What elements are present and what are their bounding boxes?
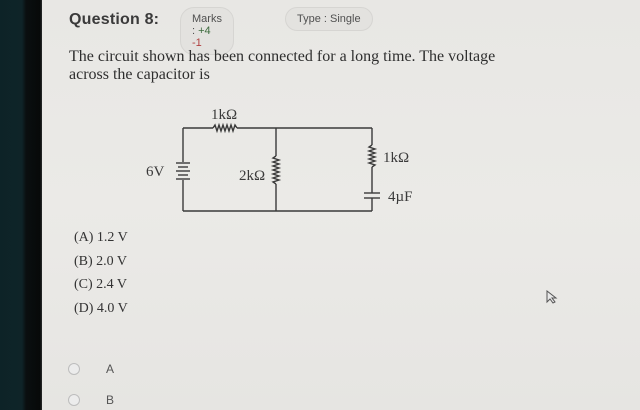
device-bezel — [0, 0, 42, 410]
capacitor-label: 4µF — [388, 189, 413, 205]
capacitor-icon — [364, 192, 380, 199]
middle-resistor-icon — [270, 155, 282, 185]
options-list: (A) 1.2 V (B) 2.0 V (C) 2.4 V (D) 4.0 V — [74, 228, 128, 322]
mouse-cursor-icon — [546, 290, 558, 304]
radio-button-a[interactable] — [68, 363, 80, 375]
question-screen: Question 8: Marks : +4 -1 Type : Single … — [42, 0, 640, 410]
option-a: (A) 1.2 V — [74, 230, 128, 245]
answer-choice-a[interactable]: A — [68, 362, 114, 376]
radio-button-b[interactable] — [68, 394, 80, 406]
right-resistor-icon — [366, 144, 378, 168]
answer-choice-a-label: A — [106, 362, 115, 376]
marks-badge: Marks : +4 -1 — [180, 7, 234, 55]
type-label: Type : — [297, 13, 327, 25]
right-resistor-label: 1kΩ — [383, 150, 409, 166]
battery-icon — [176, 162, 190, 180]
top-resistor-label: 1kΩ — [211, 107, 237, 123]
middle-resistor-label: 2kΩ — [239, 168, 265, 184]
question-header: Question 8: Marks : +4 -1 Type : Single — [69, 6, 373, 55]
type-badge: Type : Single — [285, 7, 373, 31]
top-resistor-icon — [212, 122, 238, 134]
answer-choice-b[interactable]: B — [68, 393, 114, 407]
battery-label: 6V — [146, 164, 165, 180]
type-value: Single — [330, 13, 361, 25]
question-text: The circuit shown has been connected for… — [69, 48, 496, 83]
marks-positive: +4 — [198, 25, 211, 37]
question-number: Question 8: — [69, 11, 160, 28]
answer-choice-b-label: B — [106, 393, 115, 407]
marks-negative: -1 — [192, 37, 202, 49]
option-b: (B) 2.0 V — [74, 253, 128, 269]
marks-label: Marks : — [192, 13, 222, 37]
option-c: (C) 2.4 V — [74, 277, 128, 292]
option-d: (D) 4.0 V — [74, 300, 128, 316]
circuit-diagram: 1kΩ 6V 2kΩ 1kΩ 4µF — [146, 107, 413, 212]
